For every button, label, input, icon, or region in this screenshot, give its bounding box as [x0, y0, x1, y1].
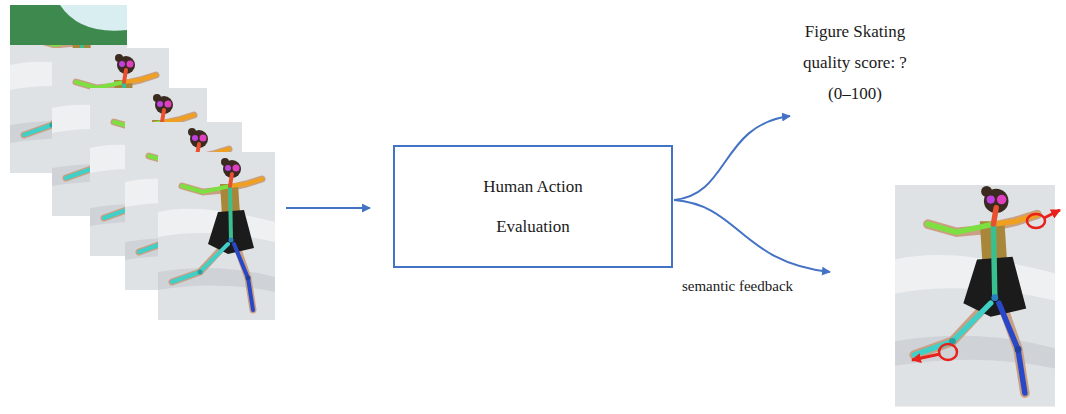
process-box: Human Action Evaluation [393, 145, 673, 268]
score-label: Figure Skating quality score: ? (0–100) [790, 16, 920, 109]
box-label: Human Action Evaluation [471, 167, 596, 247]
feedback-label: semantic feedback [655, 276, 820, 296]
